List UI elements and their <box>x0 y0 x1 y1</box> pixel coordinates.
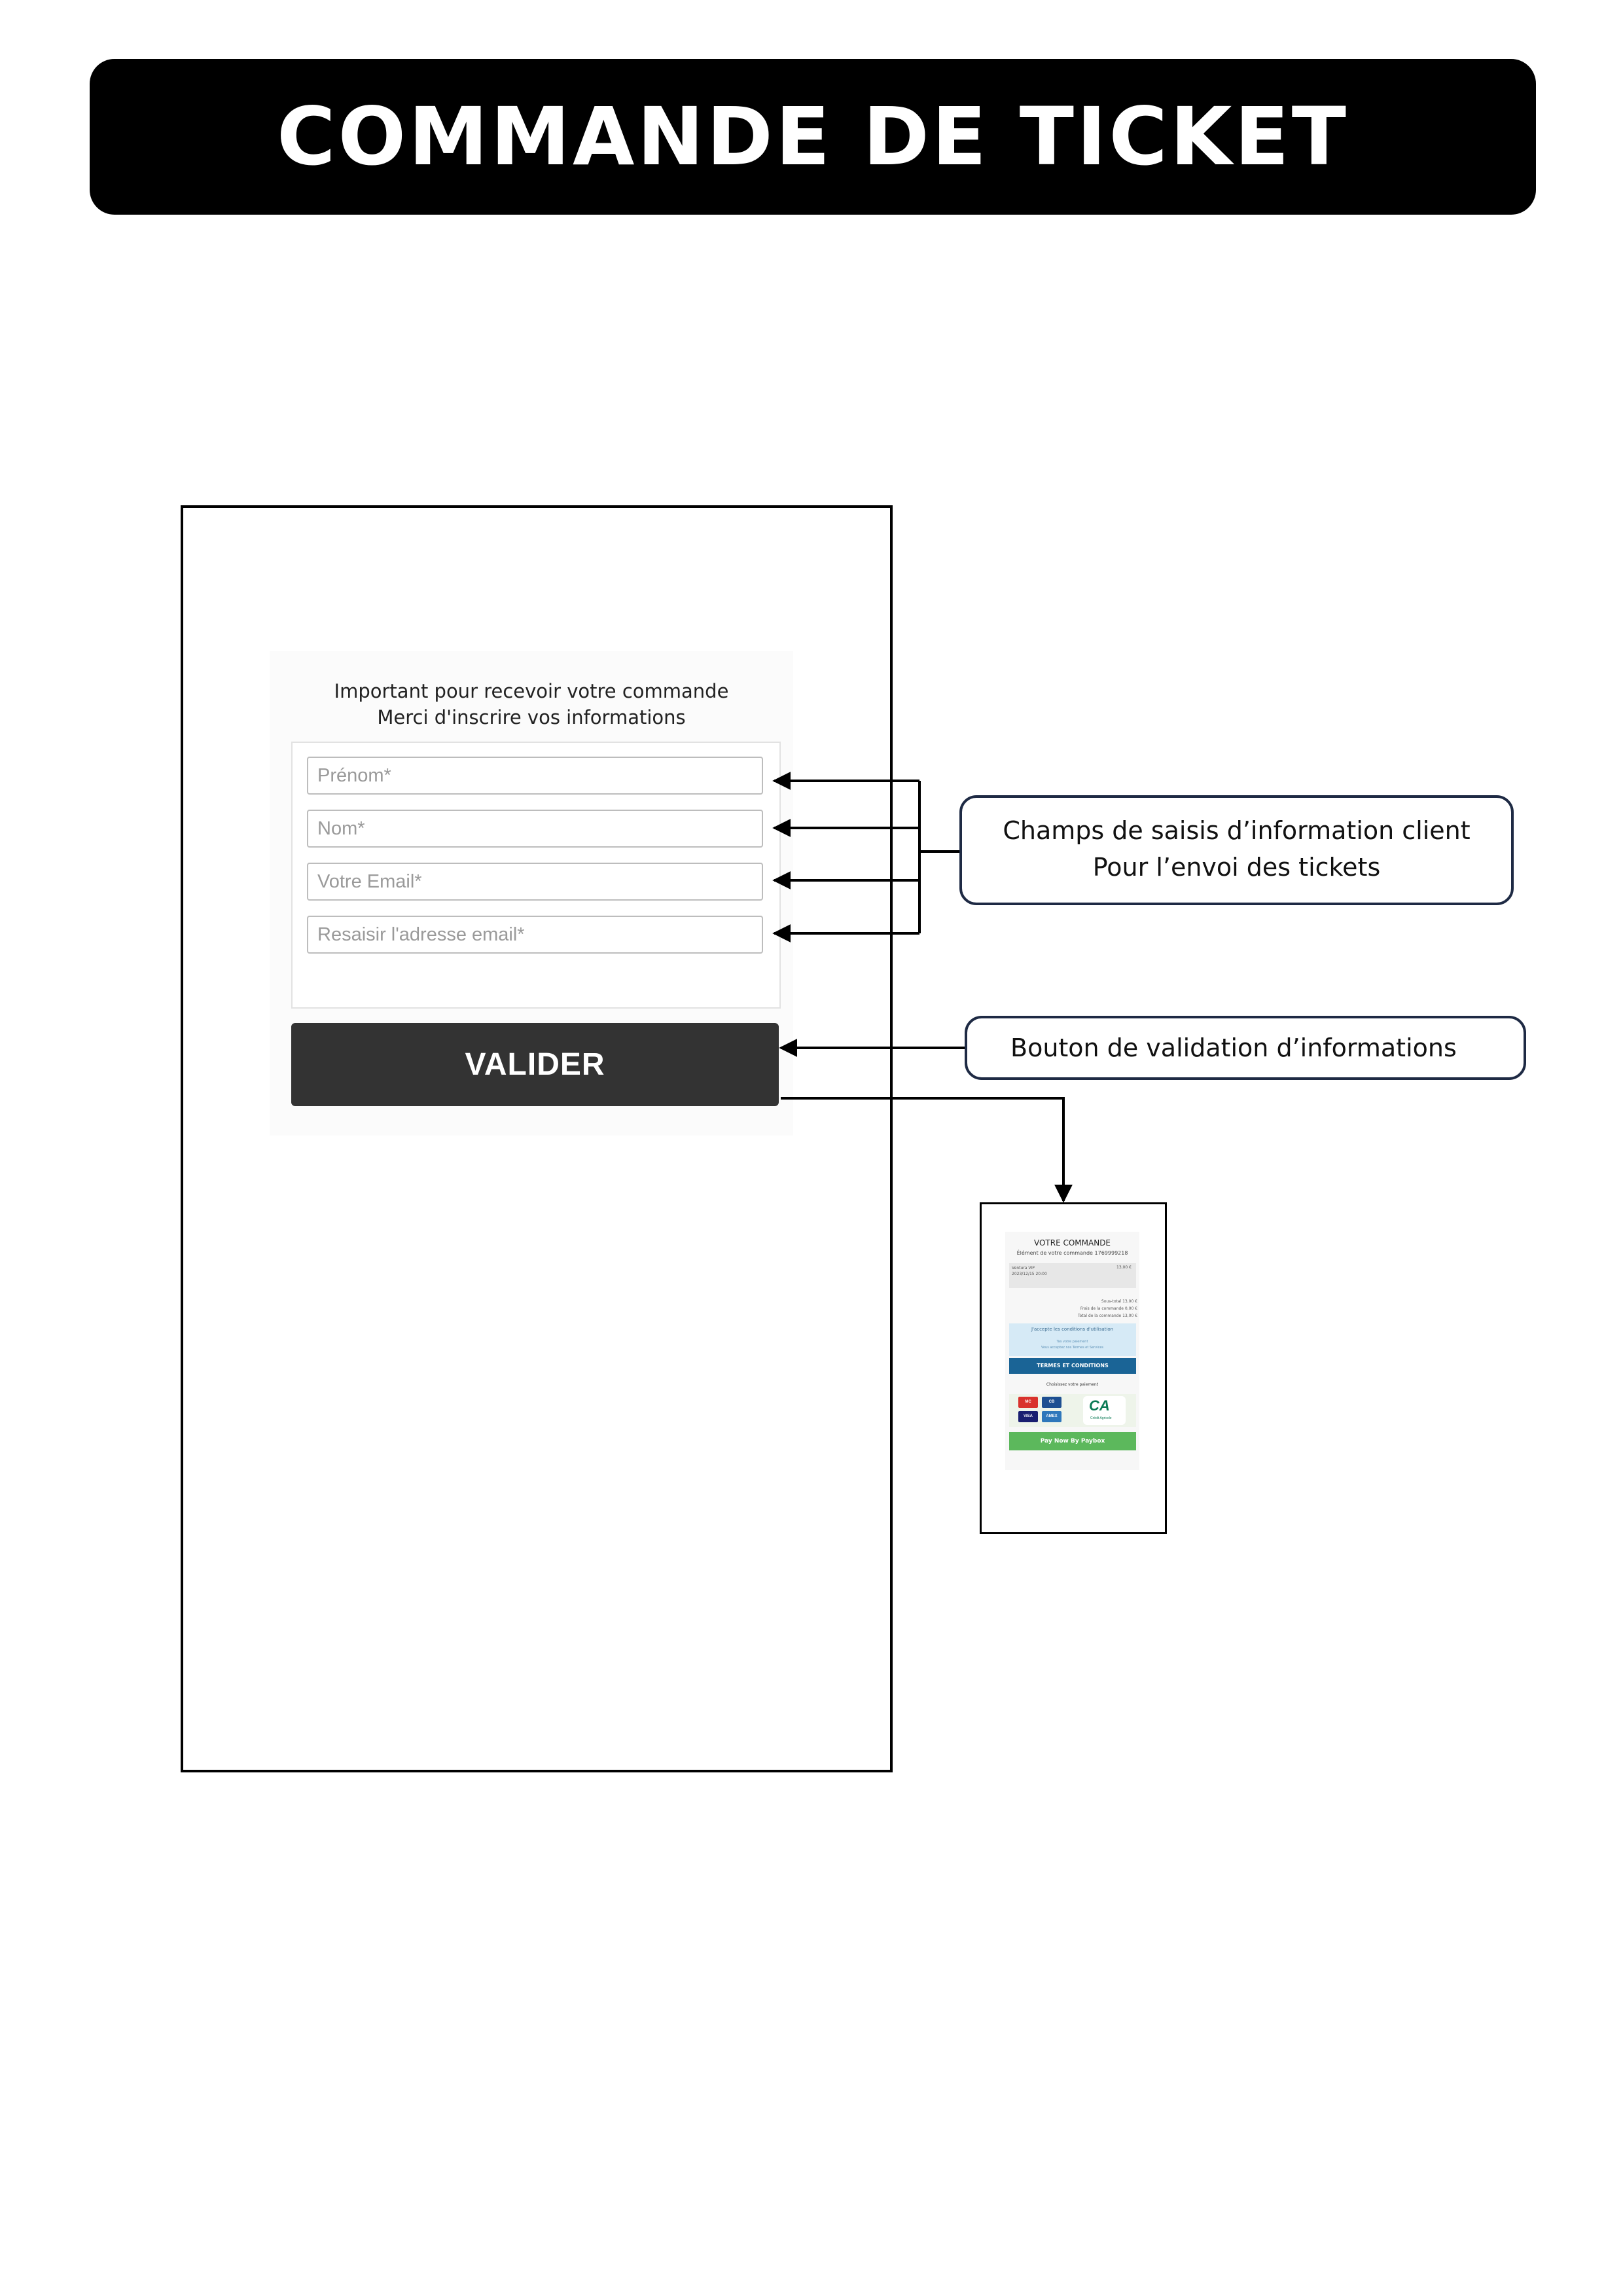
callout-button: Bouton de validation d’informations <box>965 1016 1526 1080</box>
email-input[interactable] <box>307 863 763 901</box>
accept-conditions-link[interactable]: J'accepte les conditions d'utilisation <box>1031 1327 1114 1332</box>
payment-item-date: 2023/12/15 20:00 <box>1012 1272 1047 1276</box>
mastercard-icon[interactable]: MC <box>1018 1397 1038 1408</box>
form-heading: Important pour recevoir votre commande M… <box>270 678 793 730</box>
payment-note-2: Vous acceptez nos Termes et Services <box>1041 1346 1104 1350</box>
payment-item-info: Ventura VIP 2023/12/15 20:00 <box>1012 1265 1047 1277</box>
terms-conditions-button[interactable]: TERMES ET CONDITIONS <box>1009 1358 1136 1374</box>
payment-title: VOTRE COMMANDE <box>1033 1238 1111 1247</box>
cb-card-icon[interactable]: CB <box>1042 1397 1061 1408</box>
form-heading-line1: Important pour recevoir votre commande <box>334 680 729 702</box>
amex-icon[interactable]: AMEX <box>1042 1411 1061 1422</box>
phone-frame <box>181 505 893 1772</box>
last-name-input[interactable] <box>307 810 763 848</box>
payment-item-name: Ventura VIP <box>1012 1266 1035 1270</box>
payment-subtotal: Sous-total 13,00 € <box>1101 1299 1137 1304</box>
title-banner: COMMANDE DE TICKET <box>90 59 1536 215</box>
first-name-input[interactable] <box>307 757 763 795</box>
callout-fields-line1: Champs de saisis d’information client <box>1003 816 1471 845</box>
pay-now-button[interactable]: Pay Now By Paybox <box>1009 1432 1136 1450</box>
page-title: COMMANDE DE TICKET <box>277 90 1349 183</box>
callout-fields: Champs de saisis d’information client Po… <box>959 795 1514 905</box>
bank-name: Crédit Agricole <box>1090 1416 1112 1420</box>
payment-subtitle: Élément de votre commande 1769999218 <box>1016 1250 1128 1256</box>
bank-logo-icon: CA <box>1089 1397 1110 1414</box>
payment-total: Total de la commande 13,00 € <box>1077 1314 1137 1318</box>
payment-note-1: Tas votre paiement <box>1056 1340 1088 1344</box>
payment-conditions-box <box>1009 1323 1136 1356</box>
payment-item-box <box>1009 1263 1136 1288</box>
form-heading-line2: Merci d'inscrire vos informations <box>377 706 686 728</box>
payment-item-price: 13,00 € <box>1116 1265 1132 1270</box>
arrow-to-payment-screen <box>781 1097 1073 1203</box>
email-confirm-input[interactable] <box>307 916 763 954</box>
callout-fields-line2: Pour l’envoi des tickets <box>1092 853 1381 882</box>
visa-icon[interactable]: VISA <box>1018 1411 1038 1422</box>
payment-fees: Frais de la commande 0,00 € <box>1080 1306 1137 1311</box>
validate-button[interactable]: VALIDER <box>291 1023 779 1106</box>
choose-payment-label: Choisissez votre paiement <box>1046 1382 1099 1387</box>
bank-logo-box[interactable] <box>1083 1396 1126 1425</box>
